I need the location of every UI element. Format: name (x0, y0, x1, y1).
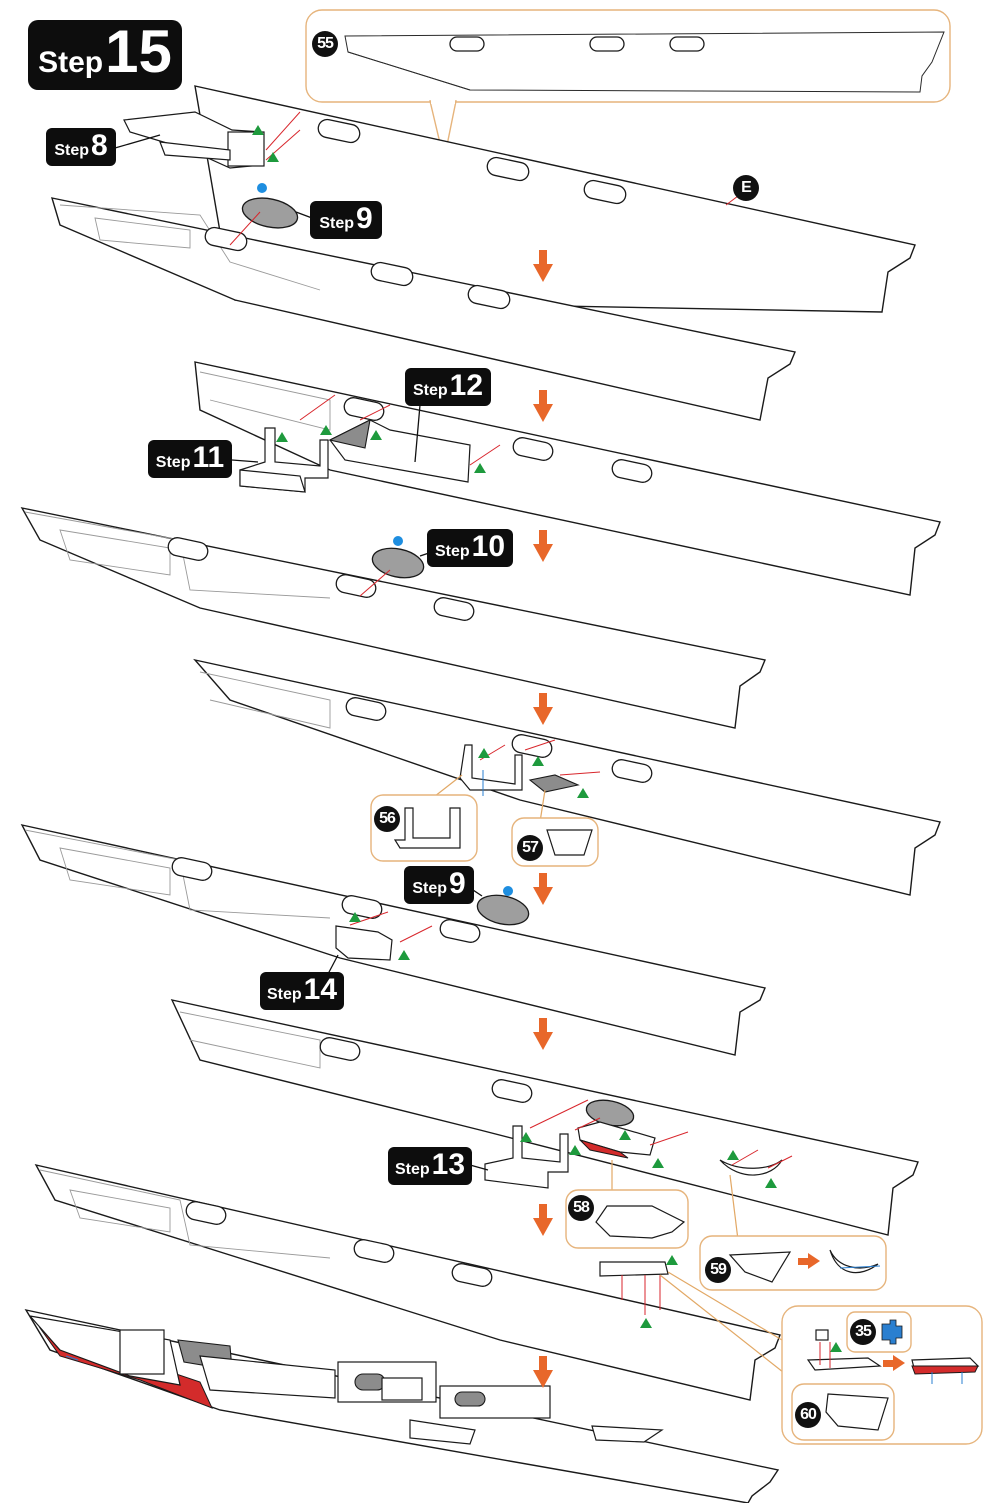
part-60-badge: 60 (795, 1402, 821, 1428)
step-word: Step (155, 454, 191, 471)
step-number: 13 (431, 1148, 466, 1181)
step-number: 10 (471, 530, 506, 563)
down-arrow-3 (533, 530, 553, 562)
step-word: Step (412, 880, 447, 897)
step-9-badge-top: Step 9 (310, 201, 382, 239)
step-number: 12 (449, 369, 484, 402)
down-arrow-2 (533, 390, 553, 422)
main-step-badge: Step 15 (28, 20, 182, 90)
step-word: Step (412, 382, 448, 399)
down-arrow-4 (533, 693, 553, 725)
hull-stage-4 (193, 658, 941, 896)
step-word: Step (434, 543, 470, 560)
step-8-badge: Step 8 (46, 128, 116, 166)
part-56-badge: 56 (374, 806, 400, 832)
step-9-badge-lower: Step 9 (404, 866, 474, 904)
hull-stage-5 (20, 823, 766, 1056)
step-number: 11 (192, 441, 225, 474)
main-step-number: 15 (105, 18, 172, 85)
step-13-badge: Step 13 (388, 1147, 472, 1185)
hull-stage-8 (24, 1308, 780, 1503)
step-word: Step (394, 1161, 430, 1178)
main-step-word: Step (38, 46, 104, 79)
step-14-badge: Step 14 (260, 972, 344, 1010)
down-arrow-7 (533, 1204, 553, 1236)
hull-stage-2 (194, 361, 941, 596)
part-35-badge: 35 (850, 1319, 876, 1345)
hull-stage-3 (20, 507, 766, 729)
step-number: 9 (448, 867, 466, 900)
down-arrow-6 (533, 1018, 553, 1050)
step-number: 14 (303, 973, 338, 1006)
callout-part-35-60 (781, 1305, 983, 1445)
part-57-badge: 57 (517, 835, 543, 861)
part-59-badge: 59 (705, 1257, 731, 1283)
callout-part-58 (565, 1189, 689, 1249)
down-arrow-8 (533, 1356, 553, 1388)
step-10-badge: Step 10 (427, 529, 513, 567)
down-arrow-5 (533, 873, 553, 905)
step-11-badge: Step 11 (148, 440, 232, 478)
step-number: 8 (90, 129, 108, 162)
step-word: Step (54, 142, 89, 159)
step-12-badge: Step 12 (405, 368, 491, 406)
part-58-badge: 58 (568, 1195, 594, 1221)
hull-stage-1 (50, 85, 916, 421)
hull-stage-7 (34, 1163, 789, 1401)
down-arrow-1 (533, 250, 553, 282)
part-E-badge: E (733, 175, 759, 201)
callout-part-55 (305, 9, 951, 161)
part-55-badge: 55 (312, 31, 338, 57)
hull-stage-6 (170, 999, 919, 1241)
step-number: 9 (355, 202, 373, 235)
step-word: Step (319, 215, 354, 232)
callout-part-59 (699, 1235, 887, 1291)
step-word: Step (266, 986, 302, 1003)
